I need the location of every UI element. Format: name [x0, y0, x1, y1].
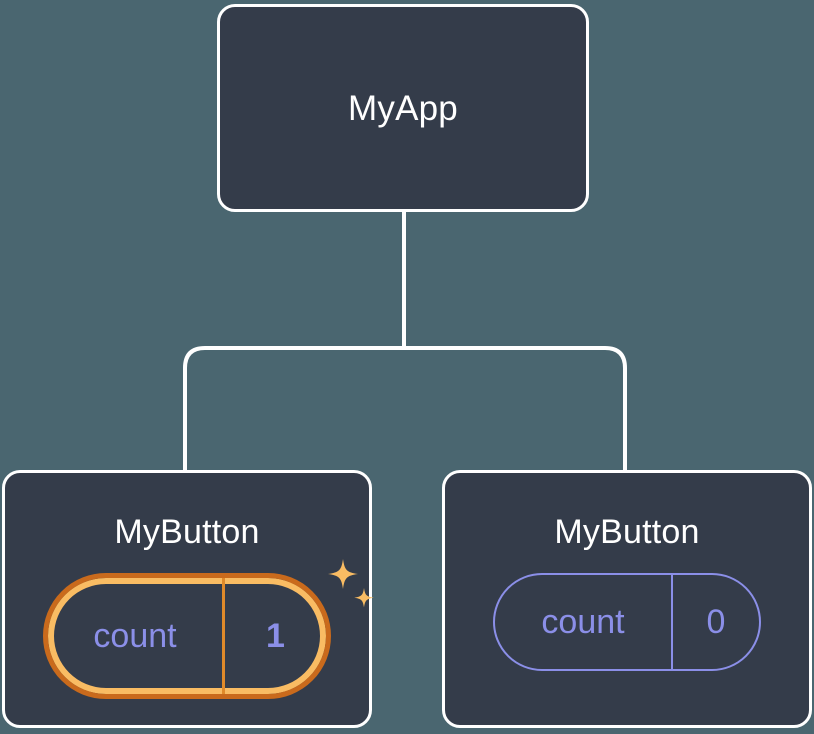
node-title-root: MyApp: [348, 88, 458, 128]
node-title-child-left: MyButton: [114, 513, 260, 551]
state-pill-divider-left: [222, 578, 225, 694]
state-pill-wrapper-left: count 1: [43, 559, 374, 699]
state-value-right: 0: [706, 603, 726, 641]
state-pill-wrapper-right: count 0: [493, 573, 761, 671]
sparkle-small-icon: [354, 588, 374, 608]
state-key-left: count: [93, 617, 177, 655]
tree-node-child-right[interactable]: MyButton count 0: [442, 470, 812, 728]
sparkle-group-icon: [328, 559, 374, 608]
node-title-child-right: MyButton: [554, 513, 700, 551]
tree-node-child-left[interactable]: MyButton count 1: [2, 470, 374, 728]
state-pill-plain[interactable]: count 0: [493, 573, 761, 671]
tree-node-root[interactable]: MyApp: [217, 4, 589, 212]
state-pill-divider-right: [671, 575, 673, 669]
state-pill-highlighted[interactable]: count 1: [43, 573, 331, 699]
state-key-right: count: [541, 603, 625, 641]
state-value-left: 1: [266, 617, 285, 655]
sparkle-large-icon: [328, 559, 358, 589]
connector-branch-bus: [183, 346, 627, 472]
